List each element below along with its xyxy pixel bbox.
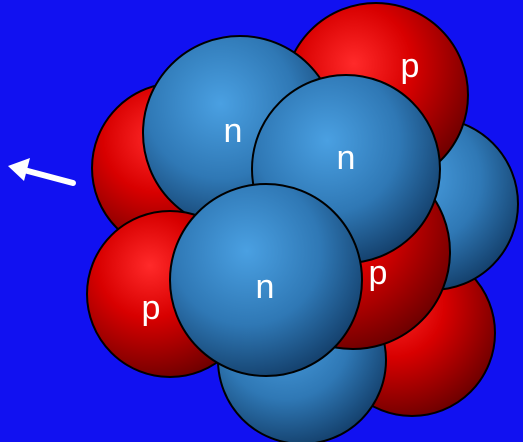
neutron-label: n [256, 268, 275, 306]
proton-label: p [401, 47, 420, 85]
arrow-icon [24, 170, 73, 183]
neutron-label: n [224, 112, 243, 150]
arrow-icon-group [8, 158, 73, 183]
arrow-head-icon [8, 158, 30, 181]
proton-label: p [369, 254, 388, 292]
proton-label: p [142, 289, 161, 327]
neutron-label: n [337, 139, 356, 177]
